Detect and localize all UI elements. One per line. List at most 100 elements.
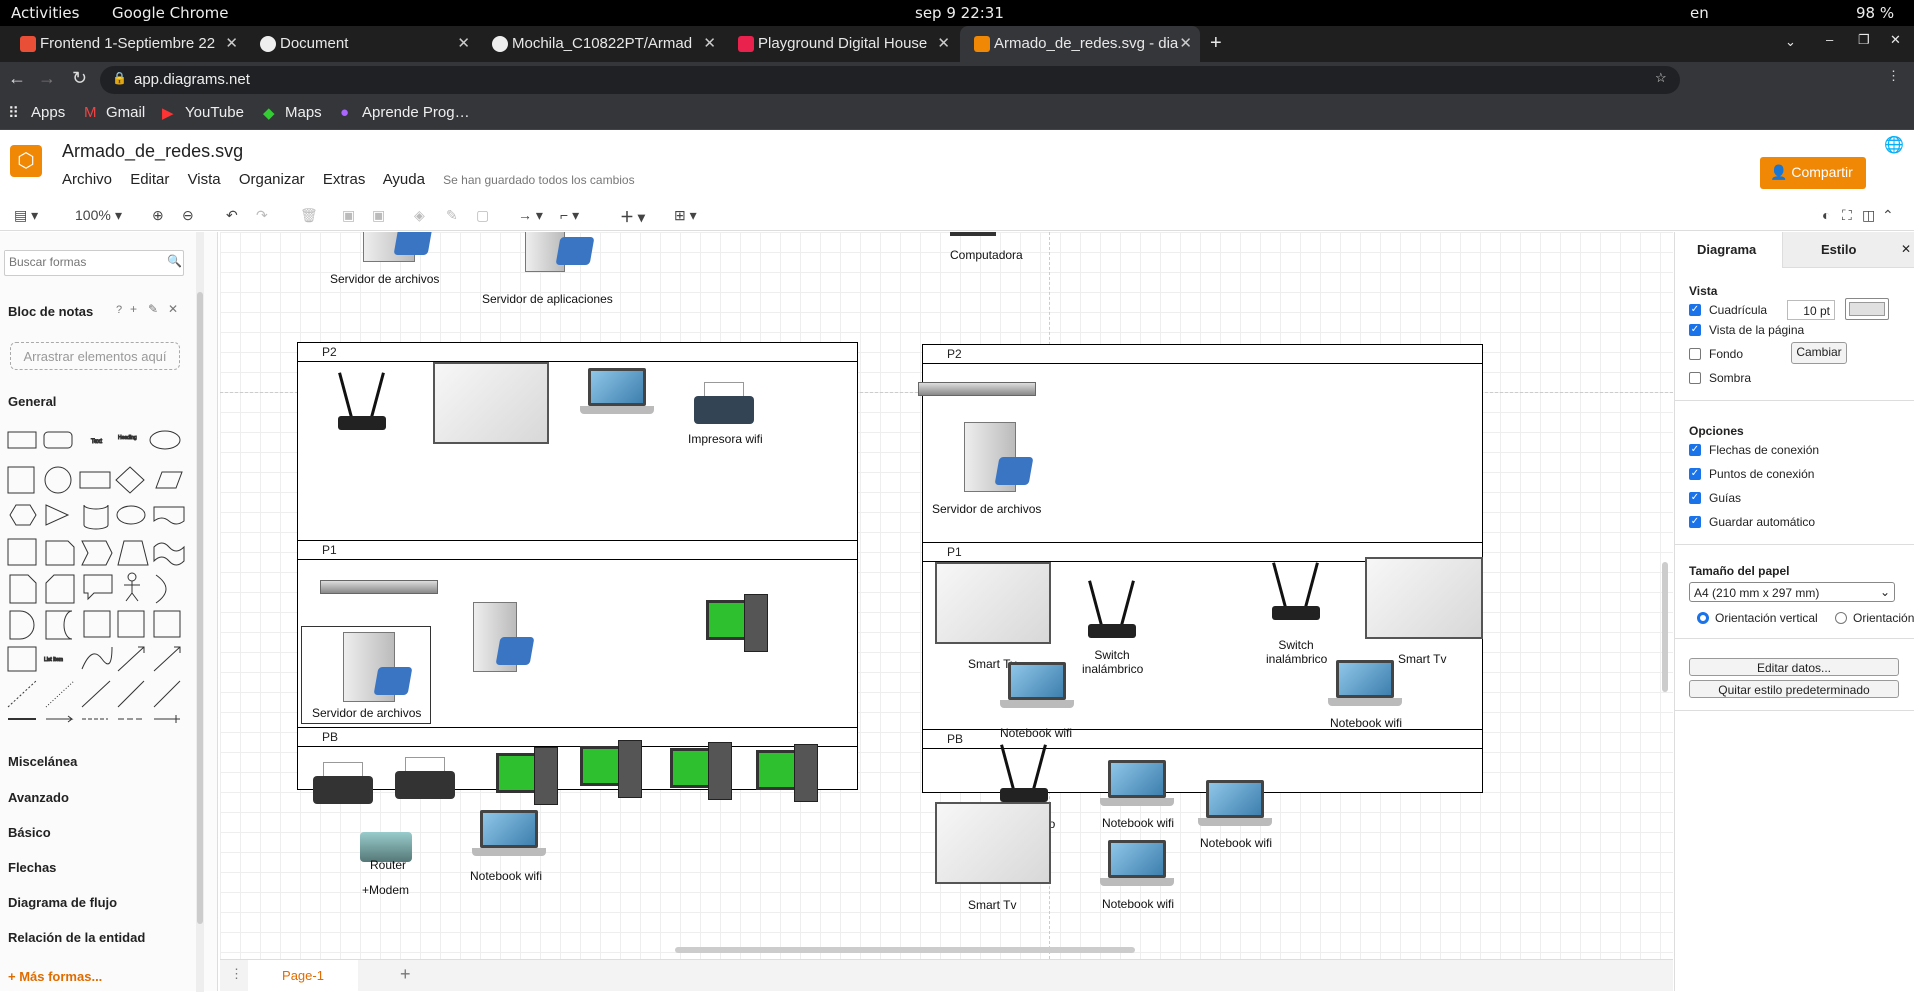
- label[interactable]: Notebook wifi: [1000, 726, 1073, 740]
- close-icon[interactable]: ✕: [1179, 35, 1192, 52]
- edit-icon[interactable]: ✎: [148, 302, 159, 316]
- zoom-in-icon[interactable]: ⊕: [152, 207, 164, 223]
- landscape-radio[interactable]: [1835, 612, 1847, 624]
- floor-header-p1[interactable]: P1: [297, 540, 858, 560]
- background-checkbox[interactable]: [1689, 348, 1701, 360]
- label[interactable]: Smart Tv: [968, 657, 1017, 671]
- label[interactable]: Impresora wifi: [688, 432, 763, 446]
- file-server-shape[interactable]: [363, 232, 433, 262]
- label[interactable]: Notebook wifi: [1102, 816, 1175, 830]
- label[interactable]: Servidor de aplicaciones: [482, 292, 613, 306]
- computer-shape[interactable]: [950, 232, 996, 236]
- section-basic[interactable]: Básico: [8, 825, 51, 840]
- laptop-shape[interactable]: [1000, 662, 1074, 708]
- add-icon[interactable]: +: [130, 302, 138, 316]
- line-color-icon[interactable]: ✎: [446, 207, 458, 223]
- bookmark-maps[interactable]: Maps: [285, 104, 322, 121]
- smart-tv-shape[interactable]: [1365, 557, 1483, 639]
- menu-kebab-icon[interactable]: ⋮: [1887, 68, 1900, 83]
- floor-header-pb[interactable]: PB: [922, 729, 1483, 749]
- file-server-shape[interactable]: [343, 632, 413, 702]
- redo-icon[interactable]: ↷: [256, 207, 268, 223]
- dark-mode-icon[interactable]: ◐: [1822, 207, 1831, 223]
- share-button[interactable]: 👤 Compartir: [1760, 157, 1866, 189]
- laptop-shape[interactable]: [1328, 660, 1402, 706]
- zoom-out-icon[interactable]: ⊖: [182, 207, 194, 223]
- menu-extras[interactable]: Extras: [322, 171, 366, 188]
- new-tab-button[interactable]: +: [1210, 32, 1222, 54]
- floor-header-p1[interactable]: P1: [922, 542, 1483, 562]
- laptop-shape[interactable]: [472, 810, 546, 856]
- laptop-shape[interactable]: [1100, 840, 1174, 886]
- grid-color-picker[interactable]: [1845, 298, 1889, 320]
- tab-drawio[interactable]: Armado_de_redes.svg - dia✕: [960, 26, 1200, 62]
- smart-tv-shape[interactable]: [935, 802, 1051, 884]
- table-icon[interactable]: ⊞ ▾: [674, 207, 697, 223]
- help-icon[interactable]: ?: [116, 304, 123, 316]
- file-server-shape[interactable]: [964, 422, 1034, 492]
- grid-size-input[interactable]: 10 pt: [1787, 300, 1835, 320]
- printer-shape[interactable]: [395, 757, 455, 805]
- vertical-scrollbar[interactable]: [1662, 562, 1668, 692]
- add-page-icon[interactable]: +: [400, 964, 411, 984]
- desktop-pc-shape[interactable]: [756, 744, 822, 804]
- tab-style[interactable]: Estilo: [1782, 232, 1897, 268]
- maximize-icon[interactable]: ❐: [1858, 32, 1870, 47]
- horizontal-scrollbar[interactable]: [675, 947, 1135, 953]
- printer-shape[interactable]: [694, 382, 754, 430]
- tab-github[interactable]: Mochila_C10822PT/Armad✕: [478, 26, 724, 62]
- router-shape[interactable]: [1088, 580, 1136, 640]
- guides-checkbox[interactable]: ✓: [1689, 492, 1701, 504]
- activities-button[interactable]: Activities: [11, 4, 80, 22]
- back-icon[interactable]: ←: [8, 68, 26, 88]
- router-modem-shape[interactable]: [360, 832, 412, 862]
- bookmark-apps[interactable]: Apps: [31, 104, 66, 121]
- smart-tv-shape[interactable]: [433, 362, 549, 444]
- minimize-icon[interactable]: –: [1826, 32, 1834, 47]
- reload-icon[interactable]: ↻: [72, 68, 88, 88]
- laptop-shape[interactable]: [580, 368, 654, 414]
- diagram-canvas[interactable]: Servidor de archivos Servidor de aplicac…: [220, 232, 1673, 959]
- zoom-select[interactable]: 100%: [75, 207, 111, 223]
- format-panel-icon[interactable]: ▤ ▾: [14, 207, 39, 223]
- shadow-icon[interactable]: ▢: [476, 207, 490, 223]
- menu-organizar[interactable]: Organizar: [238, 171, 305, 188]
- waypoints-icon[interactable]: ⌐ ▾: [560, 207, 580, 223]
- section-entity-relation[interactable]: Relación de la entidad: [8, 930, 146, 945]
- battery-percent[interactable]: 98 %: [1856, 4, 1895, 22]
- label[interactable]: Notebook wifi: [470, 869, 543, 883]
- collapse-icon[interactable]: ⌃: [1882, 207, 1894, 223]
- split-icon[interactable]: ◫: [1862, 207, 1876, 223]
- document-title[interactable]: Armado_de_redes.svg: [62, 141, 244, 161]
- label[interactable]: Switch inalámbrico: [1266, 638, 1328, 666]
- autosave-checkbox[interactable]: ✓: [1689, 516, 1701, 528]
- close-window-icon[interactable]: ✕: [1890, 32, 1901, 47]
- label[interactable]: Switch inalámbrico: [1082, 648, 1144, 676]
- label[interactable]: Notebook wifi: [1330, 716, 1403, 730]
- close-icon[interactable]: ✕: [937, 35, 950, 52]
- app-name[interactable]: Google Chrome: [112, 4, 229, 22]
- desktop-pc-shape[interactable]: [706, 594, 772, 654]
- label[interactable]: Smart Tv: [968, 898, 1017, 912]
- edit-data-button[interactable]: Editar datos...: [1689, 658, 1899, 676]
- search-icon[interactable]: 🔍: [167, 254, 182, 268]
- desktop-pc-shape[interactable]: [580, 740, 646, 800]
- clock[interactable]: sep 9 22:31: [915, 4, 1004, 22]
- grid-checkbox[interactable]: ✓: [1689, 304, 1701, 316]
- language-globe-icon[interactable]: 🌐: [1884, 137, 1904, 154]
- menu-editar[interactable]: Editar: [130, 171, 170, 188]
- remove-style-button[interactable]: Quitar estilo predeterminado: [1689, 680, 1899, 698]
- desktop-pc-shape[interactable]: [670, 742, 736, 802]
- menu-vista[interactable]: Vista: [187, 171, 221, 188]
- to-back-icon[interactable]: ▣: [372, 207, 386, 223]
- section-arrows[interactable]: Flechas: [8, 860, 57, 875]
- section-misc[interactable]: Miscelánea: [8, 754, 78, 769]
- bookmark-youtube[interactable]: YouTube: [185, 104, 244, 121]
- delete-icon[interactable]: 🗑: [300, 207, 318, 223]
- label[interactable]: Computadora: [950, 248, 1023, 262]
- search-field[interactable]: 🔍: [4, 250, 184, 276]
- printer-shape[interactable]: [313, 762, 373, 810]
- arrows-checkbox[interactable]: ✓: [1689, 444, 1701, 456]
- desktop-pc-shape[interactable]: [496, 747, 562, 807]
- router-shape[interactable]: [338, 372, 386, 432]
